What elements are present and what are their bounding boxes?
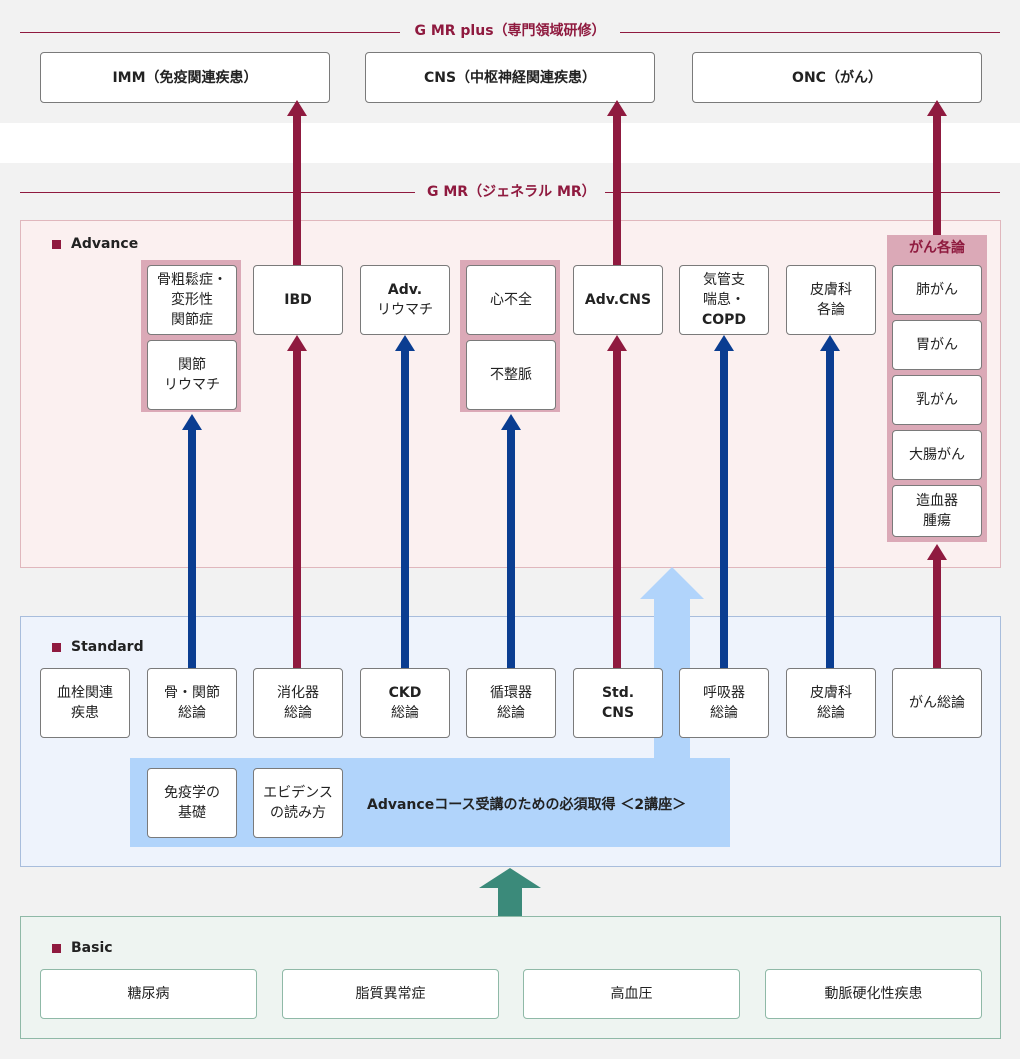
std-cns-box: Std. CNS [573, 668, 663, 738]
req-line: 免疫学の [164, 785, 220, 801]
circulatory-arrow [501, 414, 521, 668]
respiratory-arrow [714, 335, 734, 668]
onc-group-title: がん各論 [909, 240, 965, 256]
advcns-to-cns-arrow [607, 100, 627, 265]
hematologic-tumor-label: 造血器腫瘍 [916, 491, 958, 531]
immunology-box: 免疫学の基礎 [147, 768, 237, 838]
arteriosclerosis-box: 動脈硬化性疾患 [765, 969, 982, 1019]
ra-joint-box: 関節リウマチ [147, 340, 237, 410]
square-bullet-icon [52, 239, 61, 249]
std-line: 呼吸器 [703, 685, 745, 701]
std-line: CNS [601, 705, 635, 721]
label-line: 変形性 [171, 292, 213, 308]
gmr-title: G MR（ジェネラル MR） [415, 183, 605, 201]
adv-ra-line2: リウマチ [377, 302, 433, 318]
label-line: 骨粗鬆症・ [157, 272, 227, 288]
lung-cancer-box: 肺がん [892, 265, 982, 315]
std-line: 疾患 [71, 705, 99, 721]
std-line: Std. [601, 685, 635, 701]
std-line: 血栓関連 [57, 685, 113, 701]
ckd-arrow [395, 335, 415, 668]
imm-box: IMM（免疫関連疾患） [40, 52, 330, 103]
req-line: エビデンス [263, 785, 333, 801]
required-text: Advanceコース受講のための必須取得 ＜2講座＞ [367, 797, 687, 813]
breast-cancer-box: 乳がん [892, 375, 982, 425]
req-line: 基礎 [178, 805, 206, 821]
label-line: 造血器 [916, 493, 958, 509]
std-line: 消化器 [277, 685, 319, 701]
label-line: リウマチ [164, 377, 220, 393]
std-line: 循環器 [490, 685, 532, 701]
hypertension-box: 高血圧 [523, 969, 740, 1019]
ckd-box: CKD 総論 [360, 668, 450, 738]
std-line: CKD [388, 685, 422, 701]
digestive-box: 消化器総論 [253, 668, 343, 738]
osteoporosis-box: 骨粗鬆症・変形性関節症 [147, 265, 237, 335]
standard-label: Standard [52, 638, 144, 656]
std-line: 総論 [817, 705, 845, 721]
label-line: 関節 [178, 357, 206, 373]
respiratory-line1: 気管支 [703, 272, 745, 288]
ibd-box: IBD [253, 265, 343, 335]
derm-line2: 各論 [817, 302, 845, 318]
advance-label: Advance [52, 235, 138, 253]
onc-to-onc-arrow [927, 100, 947, 235]
respiratory-adv-box: 気管支喘息・ COPD [679, 265, 769, 335]
osteoporosis-label: 骨粗鬆症・変形性関節症 [157, 270, 227, 330]
gastric-cancer-box: 胃がん [892, 320, 982, 370]
std-line: 総論 [284, 705, 312, 721]
label-line: 腫瘍 [923, 513, 951, 529]
adv-ra-box: Adv. リウマチ [360, 265, 450, 335]
heart-failure-box: 心不全 [466, 265, 556, 335]
derm-adv-box: 皮膚科各論 [786, 265, 876, 335]
onc-box: ONC（がん） [692, 52, 982, 103]
std-line: 総論 [178, 705, 206, 721]
req-line: の読み方 [269, 805, 326, 821]
adv-cns-box: Adv.CNS [573, 265, 663, 335]
respiratory-line2: 喘息・ [703, 292, 745, 308]
cns-arrow [607, 335, 627, 668]
basic-label: Basic [52, 939, 113, 957]
respiratory-box: 呼吸器総論 [679, 668, 769, 738]
std-line: 骨・関節 [164, 685, 220, 701]
circulatory-box: 循環器総論 [466, 668, 556, 738]
std-line: 総論 [497, 705, 525, 721]
std-line: 皮膚科 [810, 685, 852, 701]
adv-ra-line1: Adv. [387, 282, 423, 298]
digestive-arrow [287, 335, 307, 668]
std-line: 総論 [391, 705, 419, 721]
cancer-general-box: がん総論 [892, 668, 982, 738]
dyslipidemia-box: 脂質異常症 [282, 969, 499, 1019]
diabetes-box: 糖尿病 [40, 969, 257, 1019]
square-bullet-icon [52, 642, 61, 652]
bone-arrow [182, 414, 202, 668]
section-divider-band [0, 123, 1020, 163]
derm-box: 皮膚科総論 [786, 668, 876, 738]
basic-to-standard-arrow [479, 868, 541, 916]
ibd-to-imm-arrow [287, 100, 307, 265]
ra-joint-label: 関節リウマチ [164, 355, 220, 395]
bone-joint-box: 骨・関節総論 [147, 668, 237, 738]
colorectal-cancer-box: 大腸がん [892, 430, 982, 480]
cns-box: CNS（中枢神経関連疾患） [365, 52, 655, 103]
respiratory-line3: COPD [701, 312, 747, 328]
derm-line1: 皮膚科 [810, 282, 852, 298]
hematologic-tumor-box: 造血器腫瘍 [892, 485, 982, 537]
square-bullet-icon [52, 943, 61, 953]
std-line: 総論 [710, 705, 738, 721]
label-line: 関節症 [171, 312, 213, 328]
derm-arrow [820, 335, 840, 668]
arrhythmia-box: 不整脈 [466, 340, 556, 410]
gmr-plus-title: G MR plus（専門領域研修） [400, 22, 620, 40]
thrombosis-box: 血栓関連疾患 [40, 668, 130, 738]
cancer-arrow [927, 544, 947, 668]
evidence-box: エビデンスの読み方 [253, 768, 343, 838]
